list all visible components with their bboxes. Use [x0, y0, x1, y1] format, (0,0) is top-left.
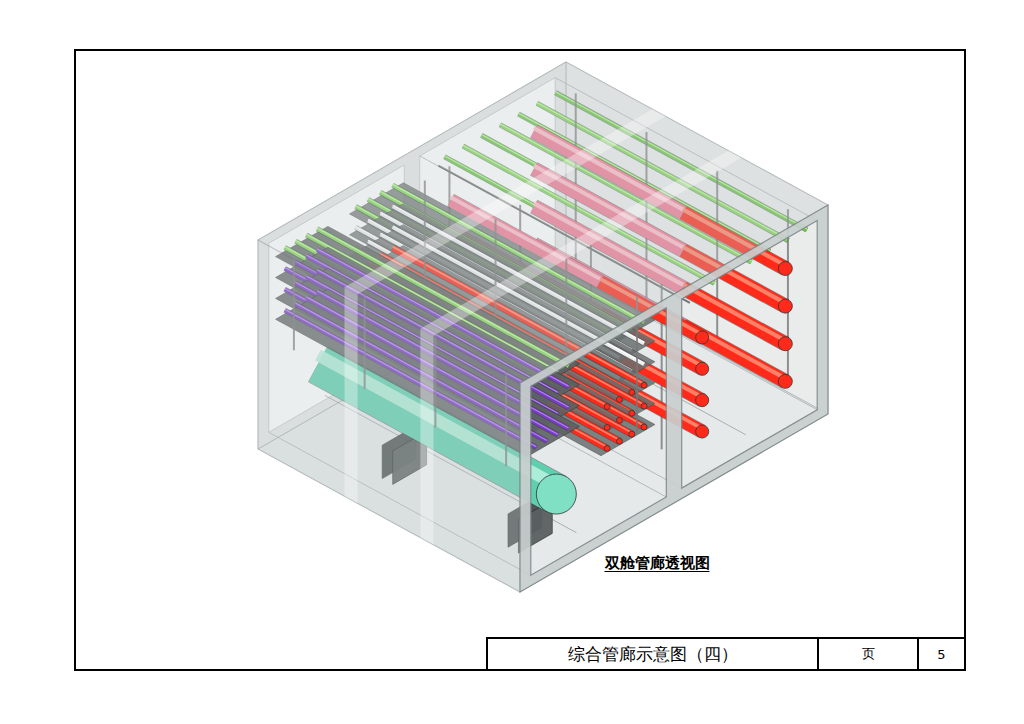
drawing-title: 综合管廊示意图（四） [487, 638, 818, 670]
cable-red-end [629, 389, 635, 395]
cable-red-end [641, 403, 647, 409]
cable-red-end [616, 396, 622, 402]
sheet-frame [75, 50, 965, 670]
back-faces [258, 62, 828, 592]
tunnel-model [258, 62, 828, 592]
cable-red-end [616, 438, 622, 444]
water-pipe-end [536, 474, 576, 514]
pipe-red-end [696, 362, 709, 375]
frame-band [345, 109, 666, 294]
pipe-red-end [696, 394, 709, 407]
pipe-red-end [778, 262, 792, 276]
pipe-red-end [778, 337, 792, 351]
pipe-red [683, 288, 785, 344]
border-frame [75, 50, 965, 670]
cable-red-end [629, 431, 635, 437]
pipe-red-end [696, 331, 709, 344]
cable-red-end [641, 424, 647, 430]
front-section [520, 205, 828, 592]
page-label: 页 [818, 638, 918, 670]
pipe-red-outline [683, 326, 785, 382]
cable-red-end [604, 424, 610, 430]
cable-red-end [604, 445, 610, 451]
frame-band [345, 287, 358, 503]
cable-red-end [629, 410, 635, 416]
figure-caption: 双舱管廊透视图 [557, 553, 757, 573]
cable-red-end [641, 382, 647, 388]
pipe-red [683, 326, 785, 382]
top-face [258, 62, 828, 383]
pipe-ends [536, 262, 792, 515]
front-faces [258, 62, 828, 592]
title-block-divider [917, 638, 919, 670]
pipe-red-end [778, 374, 792, 388]
pipe-red-end [696, 425, 709, 438]
cable-red-end [616, 417, 622, 423]
page-number: 5 [918, 638, 965, 670]
frame-band [420, 151, 741, 336]
title-block-divider [817, 638, 819, 670]
pipe-red-end [778, 299, 792, 313]
cable-red-end [604, 404, 610, 410]
pipe-red-outline [683, 288, 785, 344]
title-block [487, 638, 965, 670]
frame-band [420, 329, 433, 545]
